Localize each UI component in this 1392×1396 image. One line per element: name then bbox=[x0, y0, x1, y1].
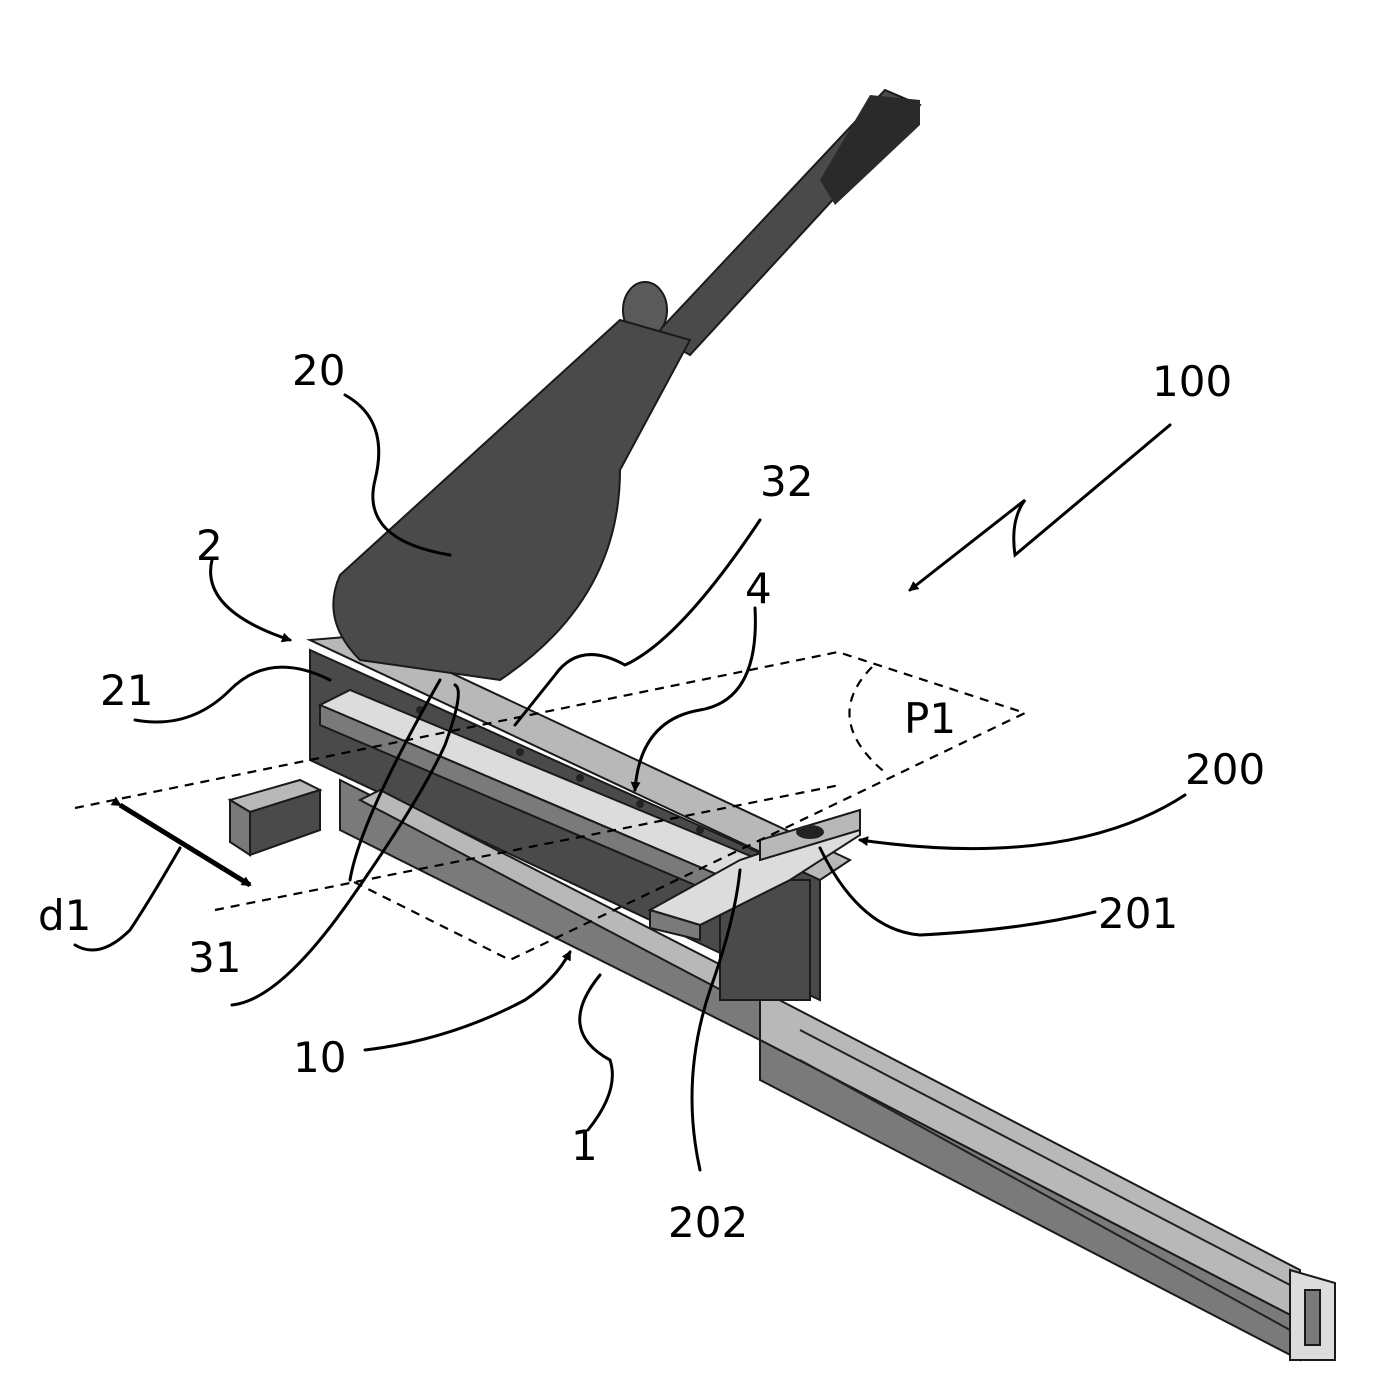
label-d1: d1 bbox=[38, 891, 91, 940]
rail bbox=[760, 990, 1335, 1360]
label-201: 201 bbox=[1098, 889, 1178, 938]
label-21: 21 bbox=[100, 666, 153, 715]
label-1: 1 bbox=[571, 1121, 598, 1170]
label-200: 200 bbox=[1185, 745, 1265, 794]
label-202: 202 bbox=[668, 1198, 748, 1247]
label-100: 100 bbox=[1152, 357, 1232, 406]
label-20: 20 bbox=[292, 346, 345, 395]
label-32: 32 bbox=[760, 457, 813, 506]
label-p1: P1 bbox=[904, 694, 956, 743]
label-10: 10 bbox=[293, 1033, 346, 1082]
label-4: 4 bbox=[745, 564, 772, 613]
label-31: 31 bbox=[188, 933, 241, 982]
label-2: 2 bbox=[196, 521, 223, 570]
handle-arm bbox=[333, 90, 920, 680]
